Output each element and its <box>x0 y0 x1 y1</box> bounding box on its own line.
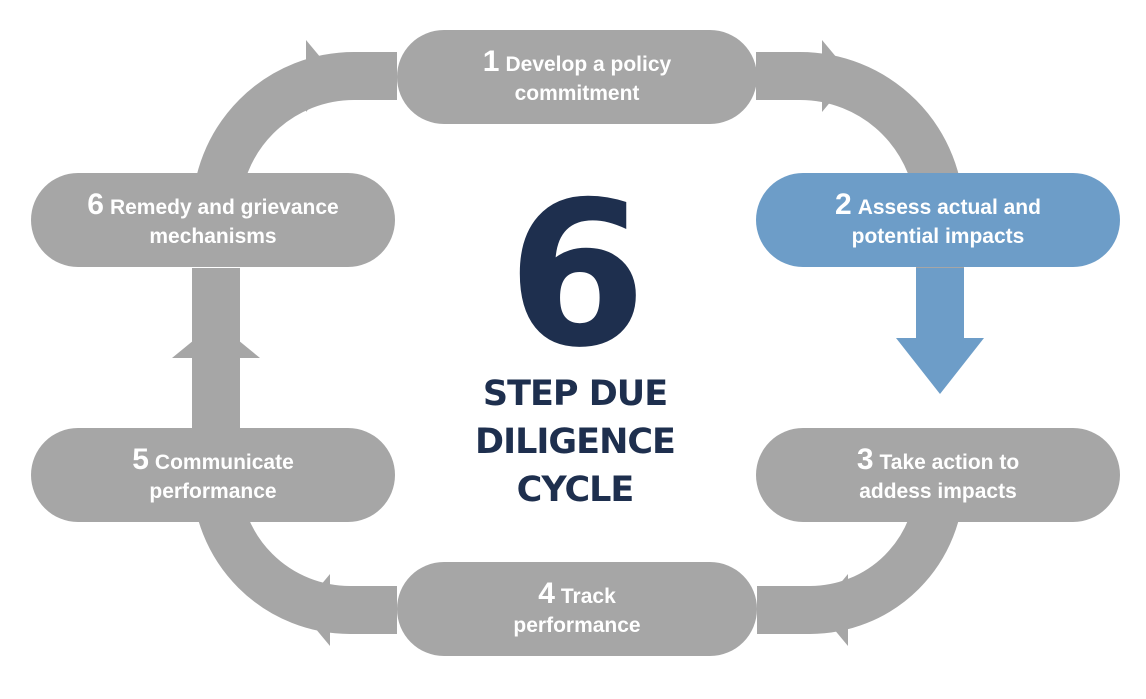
step-label-line: Remedy and grievance <box>109 195 339 219</box>
step-number: 1 <box>482 44 500 78</box>
arrow-left-icon <box>300 574 330 646</box>
step-label-line: performance <box>149 479 277 503</box>
step-number: 4 <box>538 576 555 610</box>
step-label-line: Take action to <box>879 450 1020 474</box>
step-label-line: Track <box>560 584 616 608</box>
step-number: 5 <box>132 442 149 476</box>
step-label-line: Assess actual and <box>857 195 1041 219</box>
center-heading: 6 STEP DUE DILIGENCE CYCLE <box>440 159 710 514</box>
step-number: 3 <box>856 442 874 476</box>
arrow-up-icon <box>172 322 260 358</box>
center-title-line: DILIGENCE <box>475 422 676 462</box>
step-label-line: Communicate <box>154 450 294 474</box>
step-label-line: addess impacts <box>859 479 1017 503</box>
center-title-line: CYCLE <box>516 470 635 510</box>
step-label-line: mechanisms <box>149 224 277 248</box>
arrow-right-icon <box>822 40 852 112</box>
step-label-line: Develop a policy <box>505 52 672 76</box>
highlight-shaft <box>916 268 964 338</box>
step-label-line: commitment <box>514 81 640 105</box>
step-label-line: performance <box>513 613 641 637</box>
arrow-right-icon <box>306 40 336 112</box>
center-title: STEP DUE DILIGENCE CYCLE <box>440 370 710 514</box>
step-number: 6 <box>87 187 104 221</box>
arrow-left-icon <box>818 574 848 646</box>
highlight-arrow-down-icon <box>896 338 984 394</box>
step-number: 2 <box>835 187 852 221</box>
center-big-number: 6 <box>507 159 646 392</box>
step-label-line: potential impacts <box>851 224 1025 248</box>
center-title-line: STEP DUE <box>482 374 668 414</box>
